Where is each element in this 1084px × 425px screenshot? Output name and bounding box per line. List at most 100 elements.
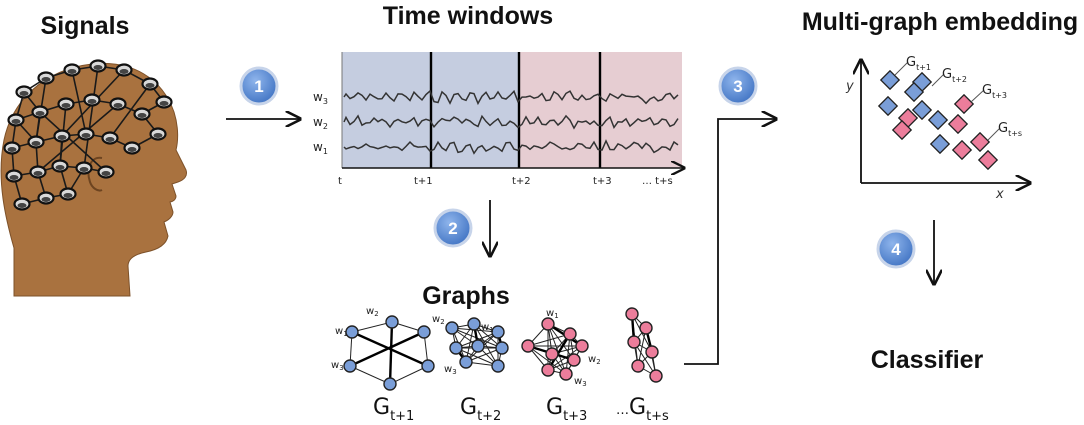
graph-label-t3: Gt+3 bbox=[546, 395, 587, 424]
wave-label-w3: w3 bbox=[313, 90, 328, 106]
embed-label-t3: Gt+3 bbox=[982, 83, 1007, 100]
graph-edge bbox=[527, 333, 571, 347]
signal-wave bbox=[343, 114, 679, 130]
graphs-row bbox=[343, 307, 663, 391]
g2-label-w1: w1 bbox=[481, 322, 494, 334]
embedding-points bbox=[877, 69, 999, 171]
electrode-center bbox=[113, 103, 123, 108]
graph-node bbox=[521, 339, 535, 353]
g3-label-w2: w2 bbox=[588, 354, 601, 366]
electrode-center bbox=[81, 133, 91, 138]
step-badge-3: 3 bbox=[718, 66, 758, 106]
electrode-center bbox=[119, 69, 129, 74]
g3-label-w1: w1 bbox=[546, 308, 559, 320]
electrode-center bbox=[87, 99, 97, 104]
electrode-center bbox=[35, 111, 45, 116]
embed-label-ts: Gt+s bbox=[998, 121, 1022, 138]
electrode-center bbox=[137, 113, 147, 118]
embedding-point bbox=[947, 113, 969, 135]
electrode-center bbox=[79, 167, 89, 172]
electrodes bbox=[3, 59, 173, 211]
graph-edge-strong bbox=[388, 321, 394, 385]
signal-wave bbox=[343, 89, 679, 106]
electrode-center bbox=[17, 203, 27, 208]
graph-edge bbox=[349, 365, 391, 385]
embedding-point bbox=[927, 109, 949, 131]
g1-label-w2: w2 bbox=[366, 306, 379, 318]
g1-label-w3: w3 bbox=[331, 360, 344, 372]
badge-circle-3 bbox=[718, 66, 758, 106]
g2-label-w3: w3 bbox=[444, 364, 457, 376]
graph-edge bbox=[527, 345, 567, 375]
graph-node bbox=[491, 325, 505, 339]
graph-node bbox=[563, 327, 577, 341]
embed-label-t1: Gt+1 bbox=[906, 55, 931, 72]
arrow-graphs-to-embedding bbox=[684, 119, 776, 365]
electrode-center bbox=[33, 171, 43, 176]
badge-number-4: 4 bbox=[891, 240, 901, 259]
graph-node bbox=[383, 377, 397, 391]
step-badge-2: 2 bbox=[433, 208, 473, 248]
electrode-center bbox=[105, 137, 115, 142]
graph-node bbox=[343, 359, 357, 373]
embedding-point bbox=[951, 139, 973, 161]
graph-node bbox=[625, 307, 639, 321]
electrode-center bbox=[101, 171, 111, 176]
graph-node bbox=[467, 317, 481, 331]
step-badge-1: 1 bbox=[239, 66, 279, 106]
embedding-point bbox=[903, 81, 925, 103]
embedding-point bbox=[977, 149, 999, 171]
electrode-center bbox=[145, 83, 155, 88]
badge-number-3: 3 bbox=[733, 77, 742, 96]
electrode-center bbox=[41, 77, 51, 82]
electrode-link bbox=[71, 69, 87, 135]
electrode-center bbox=[41, 197, 51, 202]
graph-node bbox=[471, 339, 485, 353]
graph-node bbox=[627, 335, 641, 349]
graphs-title: Graphs bbox=[422, 282, 510, 310]
electrode-center bbox=[55, 165, 65, 170]
electrode-center bbox=[67, 69, 77, 74]
graph-node bbox=[459, 355, 473, 369]
graph-node bbox=[649, 369, 663, 383]
step-badge-4: 4 bbox=[876, 229, 916, 269]
time-windows-title: Time windows bbox=[383, 2, 553, 30]
electrode-link bbox=[37, 103, 119, 173]
electrode-center bbox=[11, 119, 21, 124]
eeg-head-illustration bbox=[0, 59, 187, 297]
graph-edge bbox=[455, 347, 499, 367]
graph-label-t1: Gt+1 bbox=[373, 395, 414, 424]
graph-label-t2: Gt+2 bbox=[460, 395, 501, 424]
axis-label-y: y bbox=[845, 79, 854, 94]
badge-circle-4 bbox=[876, 229, 916, 269]
electrode-center bbox=[127, 147, 137, 152]
classifier-title: Classifier bbox=[871, 346, 984, 374]
graph-node-labels: w2 w1 w3 w2 w1 w3 w1 w2 w3 bbox=[331, 306, 601, 388]
signal-wave bbox=[343, 139, 679, 155]
electrode-center bbox=[7, 147, 17, 152]
tick-t2: t+2 bbox=[512, 176, 531, 187]
graph-node bbox=[445, 321, 459, 335]
electrode-center bbox=[61, 103, 71, 108]
electrode-link bbox=[109, 83, 151, 139]
electrode-center bbox=[153, 133, 163, 138]
electrode-center bbox=[19, 91, 29, 96]
graph-node bbox=[345, 325, 359, 339]
graph-edge bbox=[547, 323, 575, 361]
embedding-point bbox=[911, 99, 933, 121]
embedding-point bbox=[879, 69, 901, 91]
graph-node bbox=[421, 359, 435, 373]
leader-t1 bbox=[894, 61, 909, 76]
embedding-point bbox=[877, 95, 899, 117]
graph-node bbox=[491, 359, 505, 373]
badge-number-2: 2 bbox=[448, 219, 457, 238]
graph-node bbox=[417, 325, 431, 339]
graph-node bbox=[545, 347, 559, 361]
graph-node bbox=[639, 321, 653, 335]
graph-node bbox=[385, 315, 399, 329]
graph-edge bbox=[351, 321, 393, 333]
embedding-point bbox=[929, 133, 951, 155]
graph-node bbox=[541, 317, 555, 331]
graph-edge-strong bbox=[349, 330, 425, 368]
